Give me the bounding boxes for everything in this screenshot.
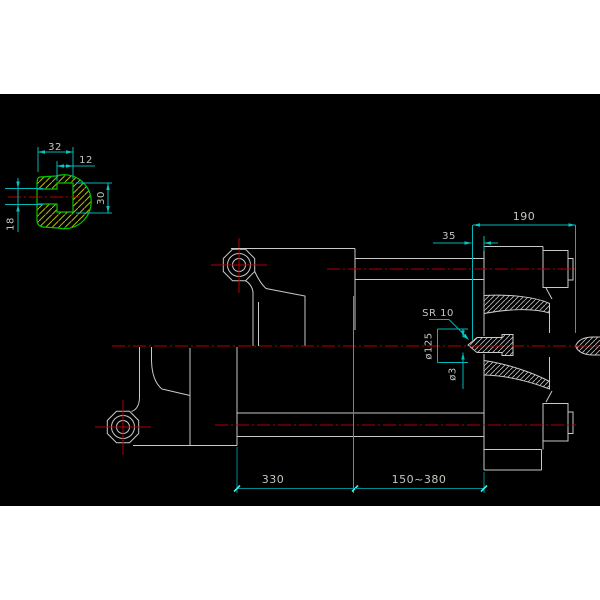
dim-150-380: 150~380: [355, 473, 488, 493]
detail-dim-30-label: 30: [96, 191, 107, 205]
lower-lug: [95, 400, 151, 455]
upper-lug: [211, 238, 267, 293]
nozzle: [467, 334, 514, 356]
dim-dia3: ø3: [448, 352, 464, 389]
dim-330: 330: [233, 296, 485, 493]
dim-190: 190: [472, 210, 576, 340]
dim-330-label: 330: [262, 473, 285, 486]
nozzle-guard-funnel: [483, 294, 550, 390]
main-view: 35 190 SR 10 ø125: [95, 210, 600, 493]
lower-cylinder-body: [131, 347, 484, 446]
detail-dim-32-label: 32: [48, 142, 62, 153]
detail-dim-30: 30: [76, 182, 112, 214]
label-dia3: ø3: [448, 367, 459, 380]
upper-cylinder-body: [231, 248, 484, 346]
label-sr10: SR 10: [422, 308, 454, 319]
dim-35-label: 35: [442, 231, 456, 242]
detail-outline: [36, 174, 92, 230]
dim-35: 35: [433, 231, 498, 251]
dim-150-380-label: 150~380: [392, 473, 447, 486]
detail-dim-32: 32: [37, 142, 74, 179]
detail-dim-12: 12: [56, 155, 95, 181]
label-dia125: ø125: [424, 332, 435, 359]
detail-section-view: 32 12 30 18: [5, 142, 112, 232]
detail-dim-18: 18: [5, 178, 43, 232]
detail-hatch-fill: [37, 174, 92, 229]
detail-dim-12-label: 12: [79, 155, 93, 166]
dim-190-label: 190: [513, 210, 536, 223]
screw-tip: [574, 336, 600, 356]
lower-rod-end-tab: [567, 411, 574, 434]
detail-dim-18-label: 18: [6, 217, 17, 231]
